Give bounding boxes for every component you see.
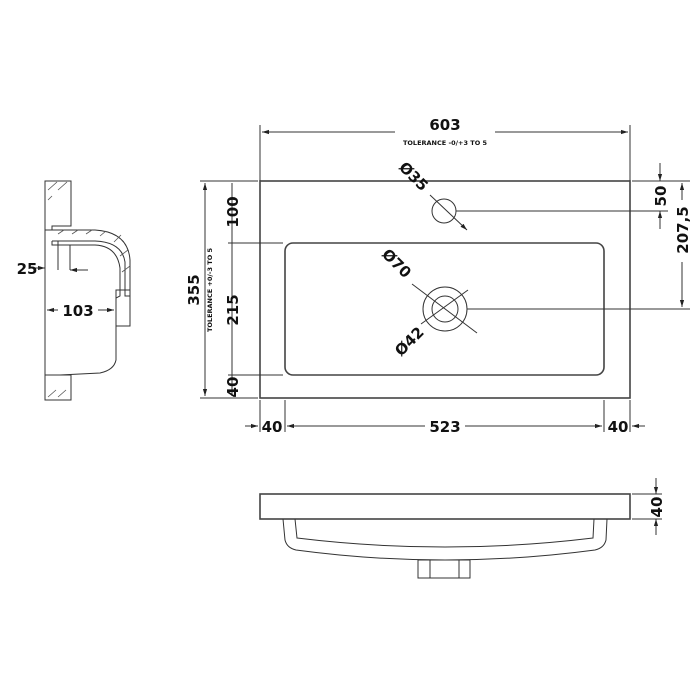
waste-offset: 207,5 [674,206,692,253]
waste-outlet [417,559,471,579]
top-view: Ø35 Ø70 Ø42 603 TOLERANCE -0/+3 TO 5 50 … [185,116,692,436]
tap-hole-diameter: Ø35 [395,158,432,195]
left-rim-dimension: 40 [262,418,283,436]
basin-outline [259,180,631,399]
bowl-depth-dimension: 215 [224,294,242,325]
side-section-view: 25 103 [17,180,131,401]
tap-hole-offset: 50 [652,186,670,207]
front-rim [259,493,631,520]
rim-height-dimension: 40 [648,497,666,518]
front-rim-dimension: 40 [224,377,242,398]
wall-thickness-dimension: 25 [17,260,38,278]
bowl-width-dimension: 523 [429,418,460,436]
bowl-depth-section-dimension: 103 [62,302,93,320]
waste-inner [431,295,459,323]
width-dimension: 603 [429,116,460,134]
tap-diameter-leader [429,194,468,231]
front-view: 40 [259,478,666,579]
waste-inner-diameter: Ø42 [391,323,428,360]
waste-diameter-leader [411,283,478,334]
rear-rim-dimension: 100 [224,196,242,227]
waste-outer-diameter: Ø70 [378,245,415,282]
width-tolerance: TOLERANCE -0/+3 TO 5 [403,139,488,147]
depth-tolerance: TOLERANCE +0/-3 TO 5 [206,247,214,332]
tap-hole [431,198,457,224]
depth-dimension: 355 [185,274,203,305]
waste-inner-leader [420,289,469,325]
right-rim-dimension: 40 [608,418,629,436]
